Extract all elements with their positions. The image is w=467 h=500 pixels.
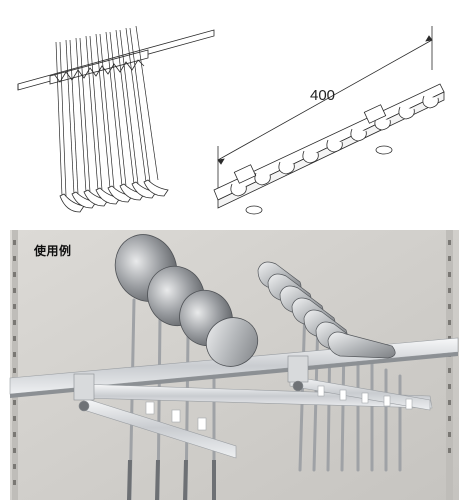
rack-dimension-drawing: [213, 26, 445, 215]
rail-brackets: [73, 355, 309, 412]
rack-with-clubs-drawing: [17, 25, 215, 213]
usage-example-label: 使用例: [34, 244, 72, 258]
wall-upright-right: [446, 230, 453, 500]
wood-club-heads: [114, 234, 259, 367]
wall-upright-left: [12, 230, 18, 500]
dimension-label: 400: [310, 87, 335, 104]
dimension-line: [217, 39, 433, 161]
club-rack: [79, 375, 433, 459]
usage-photo: [9, 230, 459, 500]
iron-club-heads: [257, 261, 396, 359]
